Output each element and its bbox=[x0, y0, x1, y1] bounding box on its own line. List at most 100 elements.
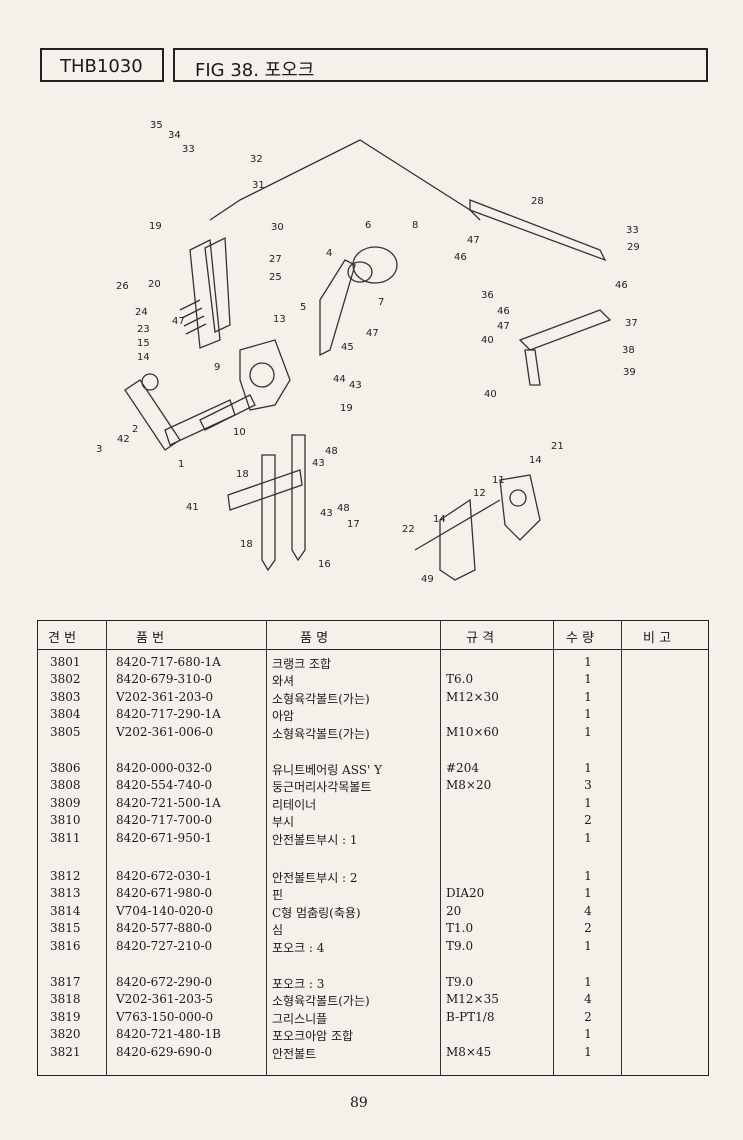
part-name: 리테이너 bbox=[272, 797, 317, 812]
item-number: 3804 bbox=[50, 707, 81, 722]
callout: 33 bbox=[182, 144, 195, 155]
header-remarks: 비 고 bbox=[643, 631, 672, 646]
item-number: 3821 bbox=[50, 1044, 81, 1059]
quantity: 1 bbox=[584, 938, 592, 953]
callout: 25 bbox=[269, 272, 282, 283]
quantity: 1 bbox=[584, 761, 592, 775]
item-number: 3815 bbox=[50, 921, 81, 936]
spec: T9.0 bbox=[446, 938, 474, 953]
callout: 43 bbox=[349, 380, 362, 391]
callout: 14 bbox=[137, 352, 150, 363]
callout: 48 bbox=[325, 446, 338, 457]
part-number: V202-361-006-0 bbox=[116, 724, 214, 739]
spec: B-PT1/8 bbox=[446, 1009, 495, 1024]
table-header: 견 번 품 번 품 명 규 격 수 량 비 고 bbox=[38, 621, 708, 650]
part-name: 포오크 : 3 bbox=[272, 977, 325, 991]
callout: 9 bbox=[214, 362, 220, 373]
quantity: 1 bbox=[584, 869, 592, 883]
callout: 14 bbox=[433, 514, 446, 525]
part-number: V763-150-000-0 bbox=[116, 1009, 214, 1024]
callout: 17 bbox=[347, 519, 360, 530]
callout: 41 bbox=[186, 502, 199, 513]
header-part-no: 품 번 bbox=[136, 631, 165, 646]
item-number: 3817 bbox=[50, 975, 81, 989]
part-number: 8420-629-690-0 bbox=[116, 1044, 213, 1059]
callout: 31 bbox=[252, 180, 265, 191]
quantity: 2 bbox=[584, 813, 592, 828]
spec: T1.0 bbox=[446, 921, 474, 936]
spec: M10×60 bbox=[446, 724, 499, 739]
part-number: 8420-577-880-0 bbox=[116, 921, 213, 936]
part-name: 포오크아암 조합 bbox=[272, 1029, 354, 1044]
spec: M8×20 bbox=[446, 778, 492, 793]
callout: 42 bbox=[117, 434, 130, 445]
callout: 38 bbox=[622, 345, 635, 356]
part-number: 8420-717-290-1A bbox=[116, 707, 221, 722]
item-number: 3803 bbox=[50, 689, 81, 704]
callout: 30 bbox=[271, 222, 284, 233]
item-number: 3818 bbox=[50, 992, 81, 1007]
callout: 15 bbox=[137, 338, 150, 349]
spec: 20 bbox=[446, 903, 462, 918]
part-name: 부시 bbox=[272, 815, 295, 830]
quantity: 1 bbox=[584, 672, 592, 687]
part-name: 안전볼트부시 : 2 bbox=[272, 871, 358, 885]
part-number: 8420-554-740-0 bbox=[116, 778, 213, 793]
part-number: 8420-672-030-1 bbox=[116, 869, 213, 883]
item-number: 3809 bbox=[50, 795, 81, 810]
item-number: 3819 bbox=[50, 1009, 81, 1024]
item-number: 3805 bbox=[50, 724, 81, 739]
callout: 5 bbox=[300, 302, 306, 313]
crank-arm-drawing bbox=[124, 379, 181, 451]
callout: 36 bbox=[481, 290, 494, 301]
figure-title: FIG 38. 포오크 bbox=[195, 60, 315, 81]
part-name: 안전볼트부시 : 1 bbox=[272, 832, 358, 847]
callout: 6 bbox=[365, 220, 371, 231]
callout: 40 bbox=[481, 335, 494, 346]
part-name: 소형육각볼트(가는) bbox=[272, 726, 370, 741]
part-name: 소형육각볼트(가는) bbox=[272, 691, 370, 706]
item-number: 3812 bbox=[50, 869, 81, 883]
quantity: 1 bbox=[584, 1027, 592, 1042]
quantity: 4 bbox=[584, 992, 592, 1007]
callout: 1 bbox=[178, 459, 184, 470]
item-number: 3810 bbox=[50, 813, 81, 828]
callout: 21 bbox=[551, 441, 564, 452]
part-number: 8420-672-290-0 bbox=[116, 975, 213, 989]
spec: #204 bbox=[446, 761, 479, 775]
quantity: 1 bbox=[584, 886, 592, 901]
callout-labels: 1 2 3 4 5 6 7 8 9 10 11 12 13 14 14 14 1… bbox=[96, 120, 640, 585]
part-name: 안전볼트 bbox=[272, 1046, 317, 1061]
quantity: 2 bbox=[584, 921, 592, 936]
callout: 46 bbox=[454, 252, 467, 263]
part-number: 8420-671-980-0 bbox=[116, 886, 213, 901]
callout: 23 bbox=[137, 324, 150, 335]
part-number: 8420-000-032-0 bbox=[116, 761, 213, 775]
item-number: 3806 bbox=[50, 761, 81, 775]
callout: 20 bbox=[148, 279, 161, 290]
callout: 49 bbox=[421, 574, 434, 585]
callout: 44 bbox=[333, 374, 346, 385]
callout: 39 bbox=[623, 367, 636, 378]
page-number: 89 bbox=[350, 1095, 368, 1111]
callout: 35 bbox=[150, 120, 163, 131]
callout: 18 bbox=[240, 539, 253, 550]
part-number: V704-140-020-0 bbox=[116, 903, 214, 918]
quantity: 1 bbox=[584, 724, 592, 739]
quantity: 4 bbox=[584, 903, 592, 918]
part-name: 그리스니플 bbox=[272, 1011, 328, 1026]
spec: M8×45 bbox=[446, 1044, 492, 1059]
callout: 19 bbox=[149, 221, 162, 232]
